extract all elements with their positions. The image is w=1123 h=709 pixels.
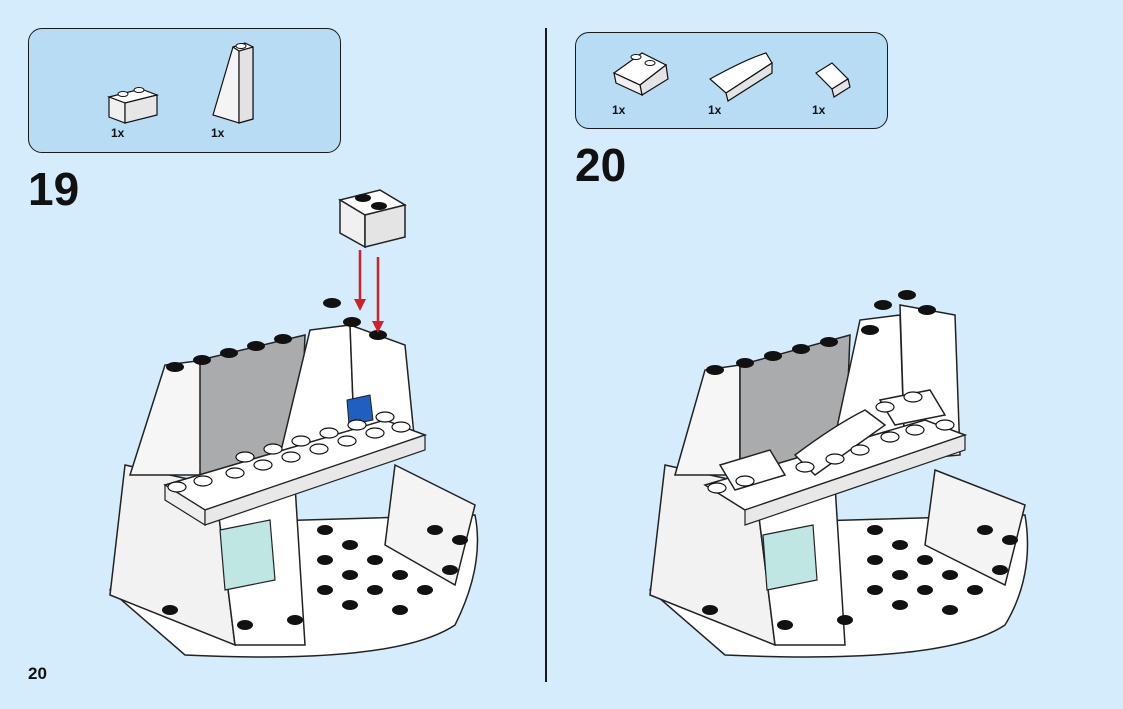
part-qty: 1x [111,126,125,140]
part-qty: 1x [812,103,826,117]
part-qty: 1x [708,103,722,117]
brick-1x2-white-icon [106,87,160,124]
assembly-illustration-step-19 [109,189,479,658]
part-qty: 1x [211,126,225,140]
parts-callout-step-19: 1x 1x [28,28,341,153]
assembly-illustration-step-20 [649,290,1029,658]
page-number: 20 [28,664,47,683]
slope-tall-white-icon [212,42,254,124]
step-divider [545,28,547,682]
step-number: 20 [575,139,627,191]
step-number: 19 [28,163,80,215]
parts-callout-step-20: 1x 1x 1x [575,32,888,129]
slope-1x1-white-icon [815,62,851,98]
part-qty: 1x [612,103,626,117]
slope-2x2-white-icon [612,52,669,97]
slope-curved-white-icon [708,52,773,102]
